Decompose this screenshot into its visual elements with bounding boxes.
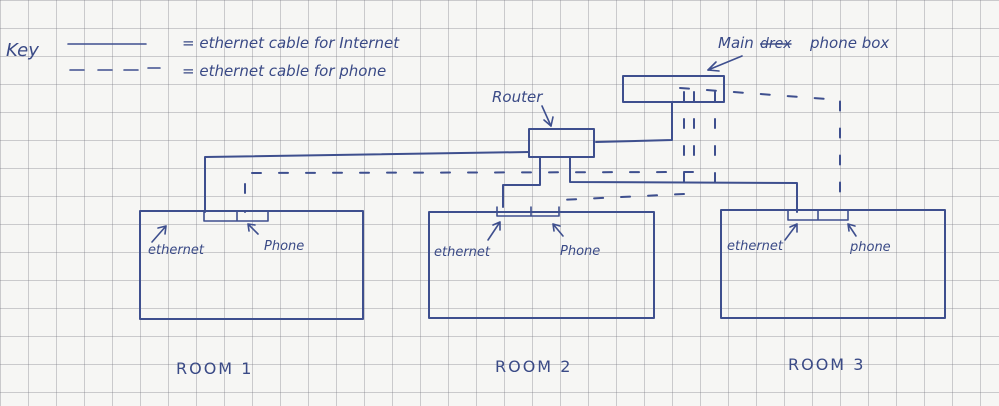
- router-box: [528, 128, 595, 158]
- main-phone-box: [622, 75, 725, 103]
- main-phone-box-group: Main drex phone box: [622, 34, 889, 103]
- phone-cable-to-room-2: [559, 193, 685, 209]
- room-3-ethernet-arrow: [784, 223, 798, 241]
- room-2-phone-label: Phone: [560, 244, 600, 259]
- internet-cable-router-to-room-2: [502, 156, 541, 208]
- main-box-pointer-arrow: [707, 55, 743, 71]
- router-label: Router: [492, 88, 543, 106]
- phone-cable-to-room-3: [679, 87, 841, 209]
- room-1-ethernet-label: ethernet: [148, 243, 205, 258]
- key-dashed-desc: = ethernet cable for phone: [182, 62, 386, 80]
- key-title: Key: [6, 40, 39, 61]
- room-2-title: ROOM 2: [495, 357, 572, 376]
- room-1-box: [139, 210, 364, 320]
- main-box-pointer-arrowhead: [707, 61, 720, 72]
- room-1-ethernet-arrow: [151, 225, 167, 243]
- router-pointer-arrow: [541, 105, 552, 127]
- key-solid-desc: = ethernet cable for Internet: [182, 34, 400, 52]
- internet-cable-router-to-room-1: [204, 151, 530, 213]
- room-1-wall-sockets: [203, 211, 269, 222]
- room-2-box: [428, 211, 655, 319]
- main-box-label-struck: drex: [760, 36, 792, 52]
- router-pointer-arrowhead: [543, 116, 554, 127]
- room-3: ethernet phone ROOM 3: [720, 209, 946, 374]
- room-2: ethernet Phone ROOM 2: [428, 206, 655, 376]
- room-3-phone-label: phone: [849, 240, 891, 255]
- room-1-phone-arrow: [247, 223, 259, 235]
- phone-cable-to-room-1: [244, 91, 695, 213]
- room-1: ethernet Phone ROOM 1: [139, 210, 364, 378]
- router-group: Router: [492, 88, 595, 158]
- room-2-wall-sockets: [496, 206, 560, 217]
- phone-cables: [244, 87, 841, 213]
- room-2-phone-arrow: [552, 223, 564, 237]
- key-dashed-line-sample: [69, 67, 161, 71]
- internet-cables: [204, 101, 798, 213]
- room-3-phone-arrow: [847, 223, 857, 237]
- room-2-ethernet-label: ethernet: [434, 245, 491, 260]
- room-3-wall-sockets: [787, 210, 849, 221]
- main-box-label-prefix: Main: [718, 34, 754, 52]
- room-2-ethernet-arrow: [487, 221, 501, 241]
- room-1-phone-label: Phone: [264, 239, 304, 254]
- internet-cable-router-to-room-3: [569, 156, 798, 213]
- room-1-title: ROOM 1: [176, 359, 253, 378]
- room-3-ethernet-label: ethernet: [727, 239, 784, 254]
- internet-cable-main-to-router: [595, 101, 673, 143]
- key: Key = ethernet cable for Internet = ethe…: [6, 34, 400, 80]
- main-box-label-suffix: phone box: [809, 34, 889, 52]
- room-3-box: [720, 209, 946, 319]
- room-3-title: ROOM 3: [788, 355, 865, 374]
